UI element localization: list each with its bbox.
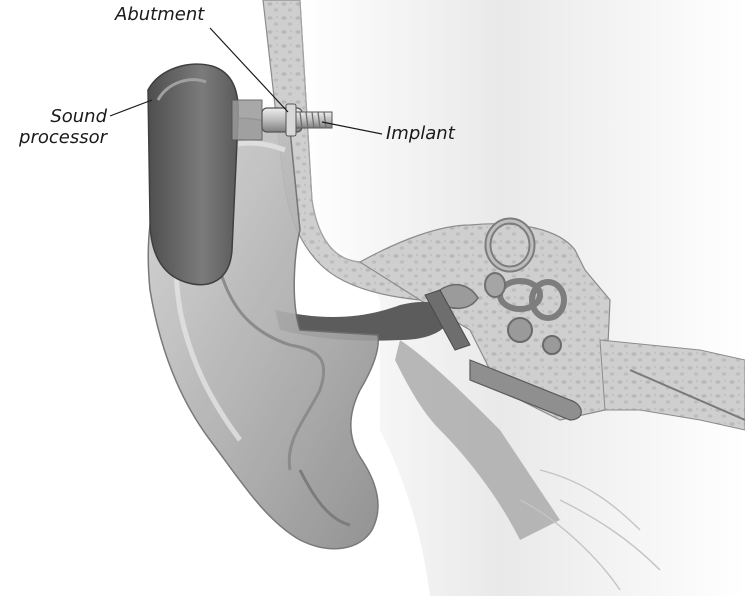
abutment-collar — [286, 104, 296, 136]
sound-processor-label: Sound processor — [19, 106, 107, 148]
sound-processor-label-line2: processor — [19, 127, 107, 148]
implant-label: Implant — [386, 123, 455, 144]
sound-processor-leader-line — [110, 100, 152, 116]
sound-processor-label-line1: Sound — [19, 106, 107, 127]
abutment-label: Abutment — [115, 4, 204, 25]
implant-screw — [296, 112, 332, 128]
processor-coupling — [232, 100, 262, 140]
